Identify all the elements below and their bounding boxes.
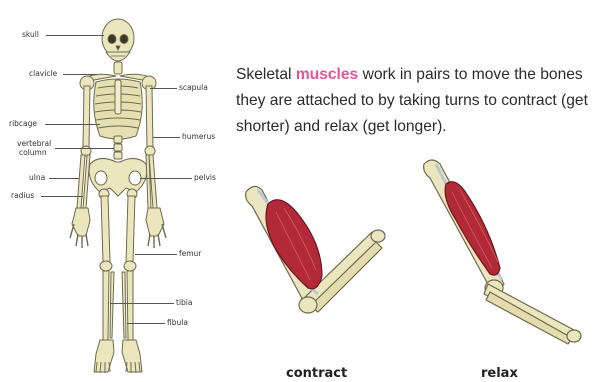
relax-biceps-muscle <box>445 182 500 275</box>
relax-forearm <box>484 284 574 338</box>
caption-relax: relax <box>481 366 518 381</box>
caption-contract: contract <box>286 366 347 381</box>
